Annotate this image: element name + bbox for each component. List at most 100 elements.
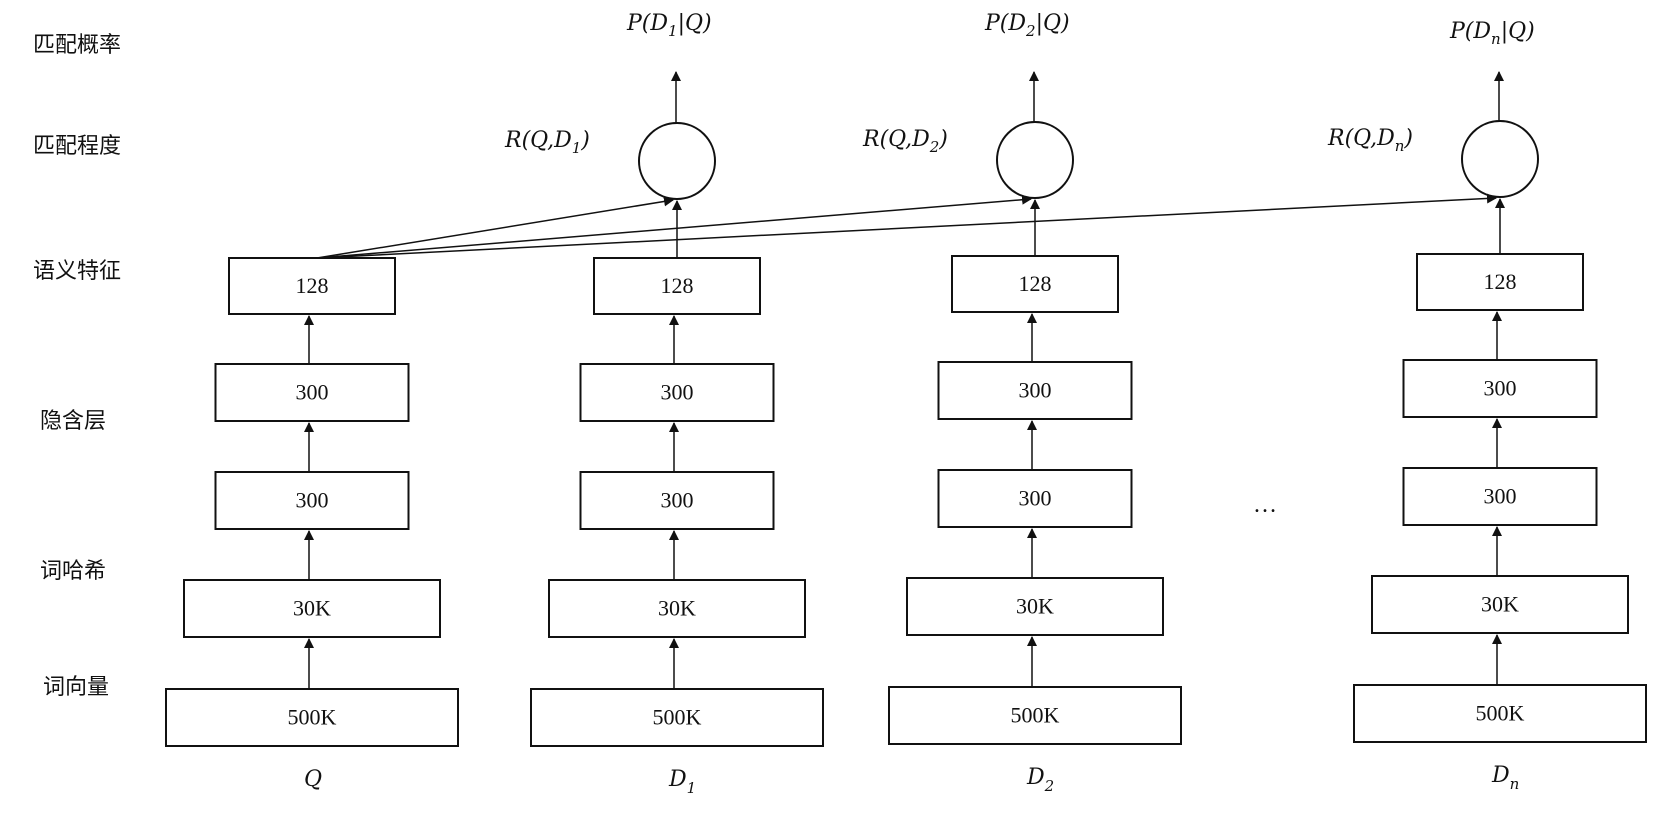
input-main: Q — [304, 767, 322, 792]
layer-rect — [906, 577, 1164, 636]
layer-size-label: 300 — [661, 488, 694, 513]
q-hidden-layer-1-box: 300 — [214, 471, 410, 530]
row-label-word-hashing: 词哈希 — [40, 559, 106, 584]
d2-probability-label-suffix: |Q) — [1036, 11, 1070, 36]
d1-relevance-label: R(Q,D1) — [504, 128, 590, 157]
row-label-match-degree: 匹配程度 — [33, 134, 121, 159]
d2-probability-label: P(D2|Q) — [984, 11, 1070, 40]
dn-probability-label-main: P(D — [1449, 19, 1491, 44]
layer-size-label: 128 — [661, 273, 694, 298]
query-to-doc-2-arrow — [316, 194, 1032, 259]
layer-size-label: 30K — [293, 596, 331, 621]
dn-word-hash-box: 30K — [1371, 575, 1629, 634]
layer-rect — [214, 471, 410, 530]
layer-rect — [951, 255, 1119, 313]
d2-input-label: D2 — [1026, 765, 1054, 795]
d1-probability-label-main: P(D — [626, 11, 668, 36]
query-to-doc-1-arrow — [316, 196, 674, 259]
layer-rect — [228, 257, 396, 315]
dn-probability-label: P(Dn|Q) — [1449, 19, 1535, 48]
layer-size-label: 300 — [296, 380, 329, 405]
layer-size-label: 30K — [1481, 592, 1519, 617]
d2-relevance-node — [996, 121, 1074, 199]
layer-rect — [1402, 359, 1598, 418]
d2-hidden-layer-2-box: 300 — [937, 361, 1133, 420]
layer-size-label: 500K — [653, 705, 702, 730]
d1-word-hash-box: 30K — [548, 579, 806, 638]
dn-probability-label-suffix: |Q) — [1501, 19, 1535, 44]
row-label-word-vector: 词向量 — [43, 675, 109, 700]
layer-size-label: 500K — [1476, 701, 1525, 726]
layer-rect — [1371, 575, 1629, 634]
layer-rect — [937, 361, 1133, 420]
layer-rect — [1353, 684, 1647, 743]
q-word-hash-box: 30K — [183, 579, 441, 638]
dn-relevance-label-main: R(Q,D — [1327, 126, 1395, 151]
d2-probability-label-main: P(D — [984, 11, 1026, 36]
d2-word-hash-box: 30K — [906, 577, 1164, 636]
layer-rect — [579, 471, 775, 530]
input-sub: n — [1510, 775, 1520, 793]
dn-relevance-node — [1461, 120, 1539, 198]
layer-rect — [937, 469, 1133, 528]
dn-word-vector-box: 500K — [1353, 684, 1647, 743]
layer-size-label: 30K — [1016, 594, 1054, 619]
d2-probability-label-sub: 2 — [1025, 22, 1036, 40]
layer-rect — [548, 579, 806, 638]
dn-relevance-label-suffix: ) — [1403, 126, 1413, 151]
layer-size-label: 300 — [1019, 486, 1052, 511]
input-sub: 2 — [1044, 777, 1055, 795]
layer-rect — [214, 363, 410, 422]
layer-rect — [579, 363, 775, 422]
dn-hidden-layer-2-box: 300 — [1402, 359, 1598, 418]
layer-rect — [165, 688, 459, 747]
d2-word-vector-box: 500K — [888, 686, 1182, 745]
d1-probability-label-sub: 1 — [668, 22, 678, 40]
layer-rect — [888, 686, 1182, 745]
layer-size-label: 300 — [1019, 378, 1052, 403]
layer-size-label: 30K — [658, 596, 696, 621]
layer-size-label: 300 — [296, 488, 329, 513]
layer-size-label: 500K — [1011, 703, 1060, 728]
d1-input-label: D1 — [668, 767, 696, 797]
d2-relevance-label-main: R(Q,D — [862, 127, 930, 152]
d1-probability-label-suffix: |Q) — [678, 11, 712, 36]
d2-relevance-label-sub: 2 — [929, 138, 940, 156]
ellipsis: … — [1253, 492, 1277, 518]
row-label-semantic-feature: 语义特征 — [33, 259, 121, 284]
q-hidden-layer-2-box: 300 — [214, 363, 410, 422]
dn-semantic-feature-box: 128 — [1416, 253, 1584, 311]
layer-size-label: 128 — [1484, 269, 1517, 294]
d1-semantic-feature-box: 128 — [593, 257, 761, 315]
layer-rect — [183, 579, 441, 638]
d1-probability-label: P(D1|Q) — [626, 11, 712, 40]
d1-word-vector-box: 500K — [530, 688, 824, 747]
layer-size-label: 500K — [288, 705, 337, 730]
row-label-match-probability: 匹配概率 — [33, 33, 121, 58]
layer-size-label: 300 — [661, 380, 694, 405]
layer-rect — [1402, 467, 1598, 526]
d1-relevance-label-suffix: ) — [580, 128, 590, 153]
layer-size-label: 128 — [1019, 271, 1052, 296]
layer-rect — [530, 688, 824, 747]
input-main: D — [668, 767, 687, 792]
layer-size-label: 300 — [1484, 484, 1517, 509]
d1-relevance-node — [638, 122, 716, 200]
input-sub: 1 — [687, 779, 697, 797]
d1-relevance-label-main: R(Q,D — [504, 128, 572, 153]
dn-relevance-label: R(Q,Dn) — [1327, 126, 1413, 155]
dn-relevance-label-sub: n — [1395, 137, 1405, 155]
d1-hidden-layer-1-box: 300 — [579, 471, 775, 530]
d2-semantic-feature-box: 128 — [951, 255, 1119, 313]
layer-rect — [1416, 253, 1584, 311]
query-to-doc-3-arrow — [316, 193, 1497, 259]
d1-relevance-label-sub: 1 — [572, 139, 582, 157]
d1-hidden-layer-2-box: 300 — [579, 363, 775, 422]
layer-rect — [593, 257, 761, 315]
q-semantic-feature-box: 128 — [228, 257, 396, 315]
dn-input-label: Dn — [1491, 763, 1519, 793]
input-main: D — [1491, 763, 1510, 788]
q-input-label: Q — [304, 767, 322, 792]
input-main: D — [1026, 765, 1045, 790]
